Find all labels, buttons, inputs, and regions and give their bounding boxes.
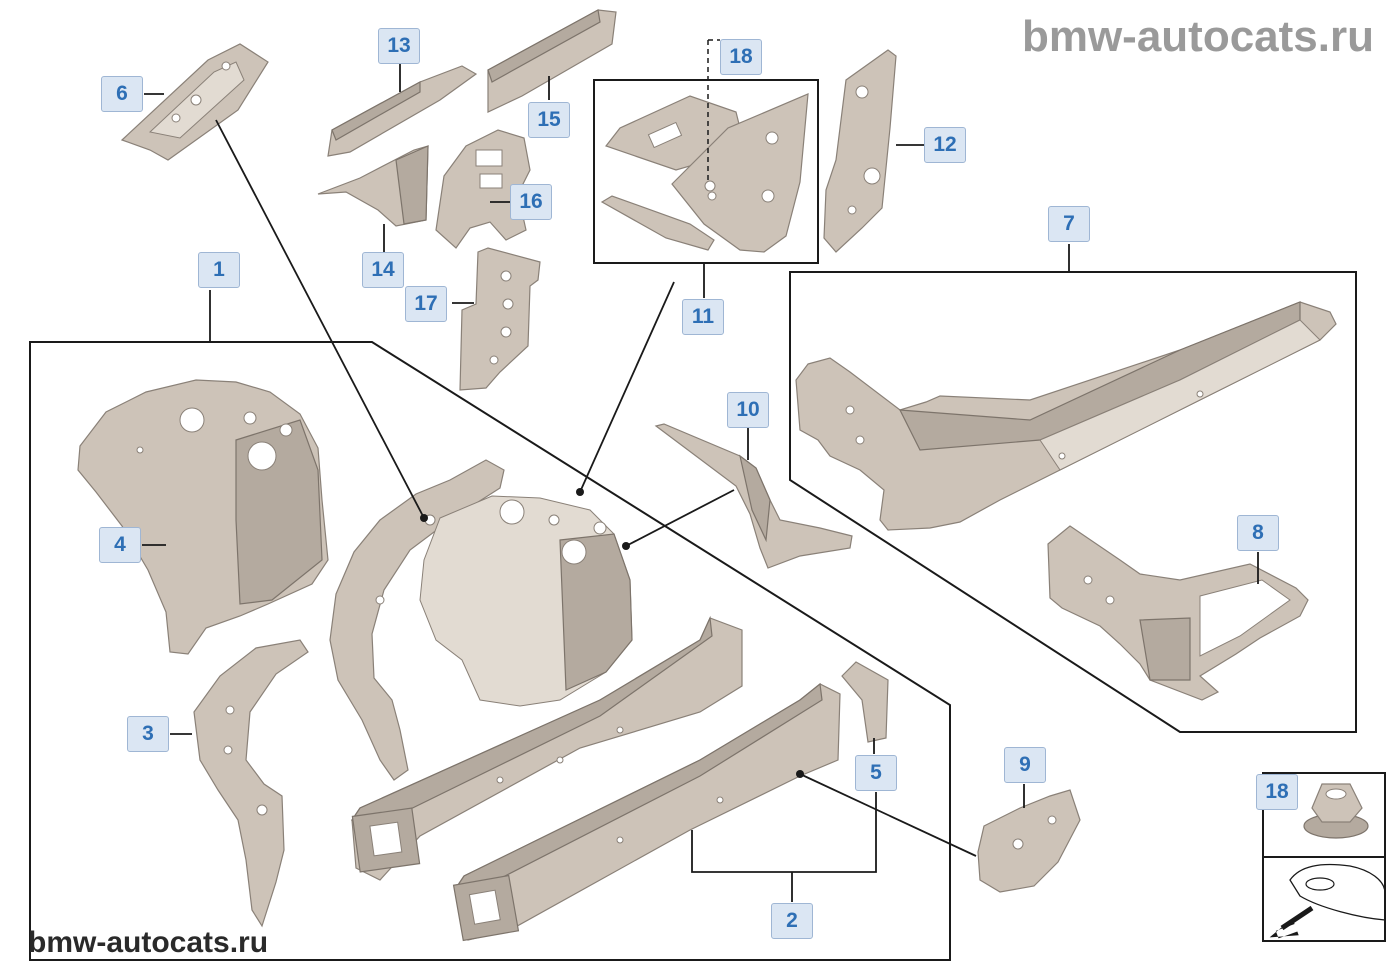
callout-8[interactable]: 8 (1237, 515, 1279, 551)
callout-9[interactable]: 9 (1004, 747, 1046, 783)
callout-15[interactable]: 15 (528, 102, 570, 138)
part-8-bracket (1047, 525, 1309, 701)
callout-17[interactable]: 17 (405, 286, 447, 322)
part-15-panel (487, 9, 617, 113)
part-10-brace (654, 423, 853, 569)
part-6-bracket (120, 43, 269, 161)
callout-13[interactable]: 13 (378, 28, 420, 64)
group-frame-1 (29, 341, 951, 961)
part-18-nut (1303, 783, 1369, 839)
part-3-arch-brace (193, 639, 309, 928)
callout-2[interactable]: 2 (771, 903, 813, 939)
callout-5[interactable]: 5 (855, 755, 897, 791)
part-2-lower-rail (452, 682, 841, 942)
part-9-mount (977, 789, 1081, 893)
callout-3[interactable]: 3 (127, 716, 169, 752)
watermark-top: bmw-autocats.ru (1021, 12, 1374, 61)
part-5-small-bracket (841, 661, 889, 743)
callout-18-top[interactable]: 18 (720, 39, 762, 75)
part-1-front-assembly (329, 459, 743, 881)
callout-14[interactable]: 14 (362, 252, 404, 288)
part-7-front-rail (795, 301, 1337, 531)
callout-16[interactable]: 16 (510, 184, 552, 220)
part-12-pillar (823, 49, 897, 253)
callout-11[interactable]: 11 (682, 299, 724, 335)
part-11-assembly (600, 39, 809, 253)
part-17-plate (459, 247, 541, 391)
group-frame-7 (789, 271, 1357, 733)
part-16-bracket (435, 129, 531, 249)
part-4-wheel-arch (77, 379, 329, 655)
callout-4[interactable]: 4 (99, 527, 141, 563)
callout-12[interactable]: 12 (924, 127, 966, 163)
part-13-strip (327, 65, 478, 157)
watermark-bottom: bmw-autocats.ru (28, 926, 269, 959)
leader-lines (142, 64, 1259, 902)
callout-1[interactable]: 1 (198, 252, 240, 288)
car-outline-icon (1269, 863, 1386, 939)
callout-10[interactable]: 10 (727, 392, 769, 428)
group-frame-11 (593, 79, 819, 264)
callout-7[interactable]: 7 (1048, 206, 1090, 242)
callout-18-inset[interactable]: 18 (1256, 774, 1298, 810)
callout-6[interactable]: 6 (101, 76, 143, 112)
part-14-gusset (317, 145, 429, 227)
